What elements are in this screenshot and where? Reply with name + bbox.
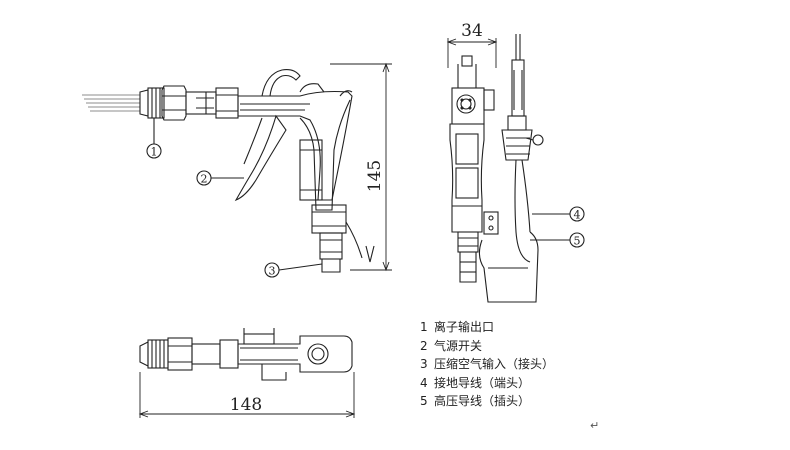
gun-body xyxy=(237,90,353,201)
barrel xyxy=(185,91,217,115)
side-view: 145 1 2 3 xyxy=(82,62,392,278)
nozzle-tip xyxy=(139,89,149,117)
hex-nut xyxy=(161,85,187,121)
valve-knob xyxy=(299,83,325,93)
dimension-34 xyxy=(446,38,498,68)
dimension-145 xyxy=(330,62,392,272)
dimension-34-label: 34 xyxy=(461,21,483,41)
air-connector-block xyxy=(311,204,347,234)
top-view: 148 xyxy=(138,328,356,418)
front-air-inlet xyxy=(459,252,477,283)
top-body xyxy=(237,335,353,373)
top-valve xyxy=(307,343,329,365)
dimension-148 xyxy=(138,372,356,418)
callout-2: 2 xyxy=(196,170,244,186)
air-hose-stub xyxy=(321,259,341,273)
svg-text:4: 4 xyxy=(574,209,581,222)
cable-assembly xyxy=(501,34,544,263)
handle xyxy=(299,99,351,211)
callout-4: 4 xyxy=(532,206,585,222)
paragraph-return-mark: ↵ xyxy=(590,419,600,432)
front-body xyxy=(449,123,485,233)
callout-5: 5 xyxy=(530,232,585,248)
dimension-145-label: 145 xyxy=(365,160,385,192)
svg-text:5: 5 xyxy=(574,235,581,248)
handle-grip xyxy=(299,139,323,201)
front-view: 34 xyxy=(446,21,585,303)
callout-1: 1 xyxy=(146,118,162,159)
trigger-lever xyxy=(234,114,287,202)
svg-text:3: 3 xyxy=(269,265,276,278)
hang-hook xyxy=(261,69,301,97)
barrel-nut xyxy=(215,87,239,119)
hv-connector-socket xyxy=(456,94,476,114)
svg-text:1: 1 xyxy=(151,146,158,159)
airflow-lines xyxy=(82,94,140,112)
air-fitting xyxy=(319,232,343,260)
callout-3: 3 xyxy=(264,262,323,278)
dimension-148-label: 148 xyxy=(230,395,262,415)
svg-text:2: 2 xyxy=(201,173,208,186)
ground-clamp xyxy=(483,211,499,235)
